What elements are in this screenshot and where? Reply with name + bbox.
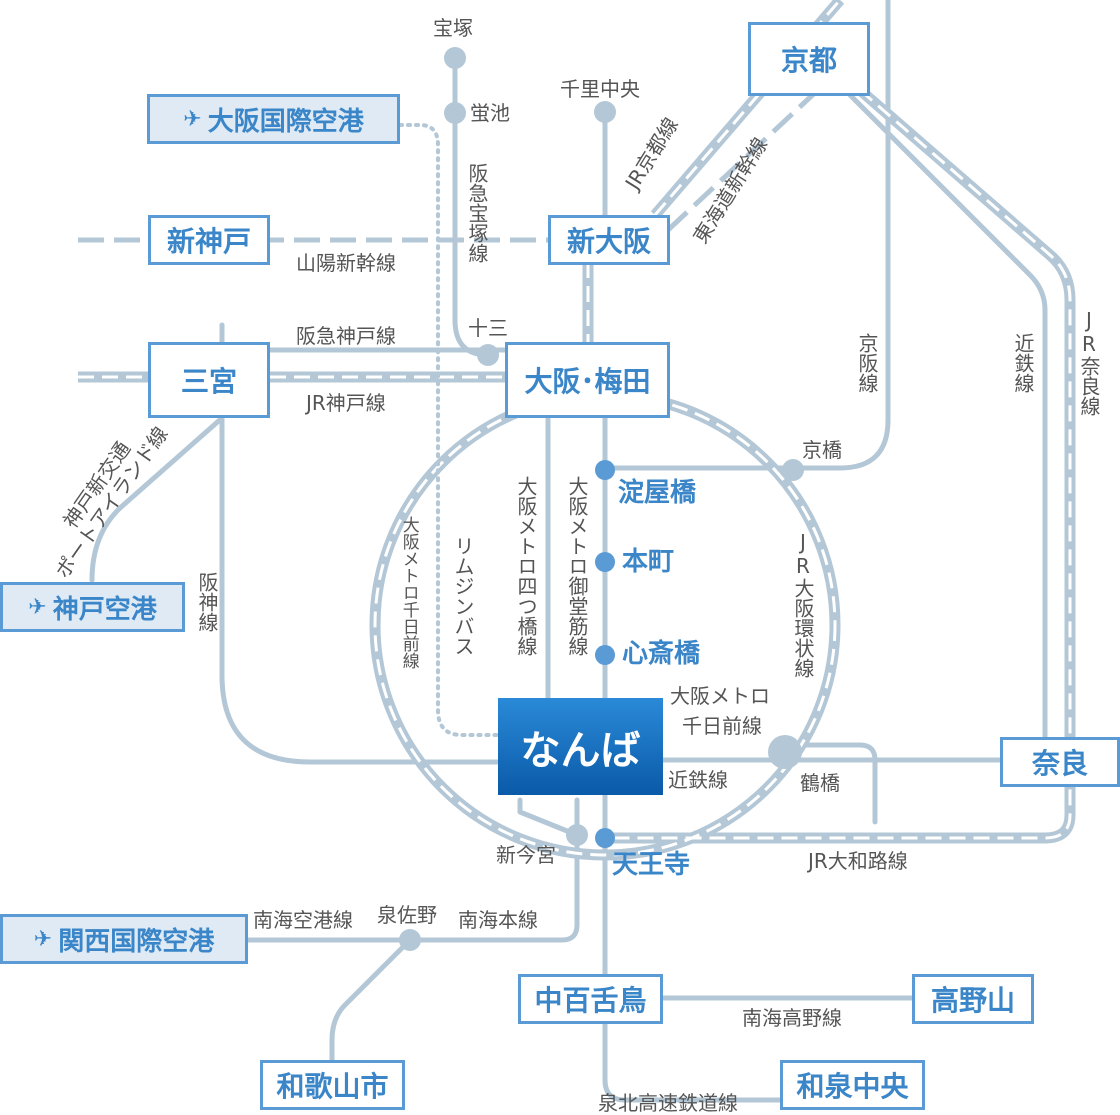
station-tsuruhashi: 鶴橋 bbox=[800, 771, 840, 795]
nankai-main-line bbox=[407, 797, 580, 943]
station-nara[interactable]: 奈良 bbox=[1000, 737, 1120, 787]
label-semboku: 泉北高速鉄道線 bbox=[598, 1091, 738, 1115]
limousine-bus-line bbox=[398, 123, 500, 737]
label-jr-nara: JR奈良線 bbox=[1077, 308, 1101, 416]
station-juso: 十三 bbox=[468, 316, 508, 340]
tsuruhashi-dot bbox=[768, 735, 802, 769]
station-senrichuo: 千里中央 bbox=[560, 77, 640, 101]
shinimamiya-dot bbox=[566, 824, 588, 846]
nankai-wakayama-line bbox=[329, 937, 413, 1063]
label-nankai-main: 南海本線 bbox=[458, 908, 538, 932]
tokaido-shinkansen-line bbox=[666, 58, 852, 232]
station-hotarugaike: 蛍池 bbox=[470, 101, 510, 125]
station-izumisano: 泉佐野 bbox=[377, 903, 437, 927]
station-honmachi[interactable]: 本町 bbox=[622, 547, 675, 577]
airplane-icon: ✈ bbox=[183, 106, 202, 132]
label-sennichimae-1: 大阪メトロ bbox=[670, 684, 770, 708]
label-yotsubashi: 大阪メトロ四つ橋線 bbox=[514, 476, 538, 656]
label-sennichimae-2: 千日前線 bbox=[682, 714, 762, 738]
label-hankyu-kobe: 阪急神戸線 bbox=[296, 324, 396, 348]
station-tennoji[interactable]: 天王寺 bbox=[612, 850, 691, 880]
izumisano-dot bbox=[399, 929, 421, 951]
hotarugaike-dot bbox=[444, 102, 466, 124]
label-hankyu-takarazuka: 阪急宝塚線 bbox=[465, 163, 489, 263]
label-midosuji: 大阪メトロ御堂筋線 bbox=[565, 476, 589, 656]
kyobashi-dot bbox=[782, 459, 804, 481]
station-shinsaibashi[interactable]: 心斎橋 bbox=[622, 639, 701, 669]
kintetsu-line bbox=[847, 92, 1048, 743]
label-kintetsu-h: 近鉄線 bbox=[668, 768, 728, 792]
label-sennichimae-v: 大阪メトロ千日前線 bbox=[398, 516, 419, 669]
airport-kansai-label: 関西国際空港 bbox=[58, 926, 215, 957]
airport-kansai[interactable]: ✈関西国際空港 bbox=[0, 914, 248, 964]
station-kyobashi: 京橋 bbox=[802, 438, 842, 462]
kobe-new-transit-line bbox=[89, 415, 225, 583]
yodoyabashi-dot bbox=[595, 460, 615, 480]
label-jr-kobe: JR神戸線 bbox=[306, 391, 386, 415]
label-jr-yamatoji: JR大和路線 bbox=[808, 849, 908, 873]
station-kyoto[interactable]: 京都 bbox=[748, 22, 870, 96]
juso-dot bbox=[477, 344, 499, 366]
label-keihan: 京阪線 bbox=[855, 333, 879, 393]
airport-kobe-label: 神戸空港 bbox=[52, 594, 157, 625]
station-koyasan[interactable]: 高野山 bbox=[912, 974, 1034, 1024]
airport-itami[interactable]: ✈大阪国際空港 bbox=[147, 94, 400, 144]
label-sanyo-shinkansen: 山陽新幹線 bbox=[296, 251, 396, 275]
station-sannomiya[interactable]: 三宮 bbox=[148, 342, 270, 418]
station-wakayamashi[interactable]: 和歌山市 bbox=[260, 1060, 405, 1110]
station-mozu[interactable]: 中百舌鳥 bbox=[518, 974, 663, 1024]
label-nankai-airport: 南海空港線 bbox=[253, 908, 353, 932]
kintetsu-osaka-line bbox=[782, 742, 878, 825]
station-izumichuo[interactable]: 和泉中央 bbox=[780, 1060, 925, 1110]
shinimamiya-branch bbox=[517, 797, 580, 838]
station-umeda[interactable]: 大阪･梅田 bbox=[505, 342, 670, 418]
station-shinosaka[interactable]: 新大阪 bbox=[548, 215, 670, 265]
shinsaibashi-dot bbox=[595, 645, 615, 665]
takarazuka-dot bbox=[444, 47, 466, 69]
midosuji-line bbox=[602, 415, 783, 1103]
honmachi-dot bbox=[595, 552, 615, 572]
station-yodoyabashi[interactable]: 淀屋橋 bbox=[618, 478, 697, 508]
station-shinimamiya: 新今宮 bbox=[496, 843, 556, 867]
senrichuo-dot bbox=[594, 101, 616, 123]
label-kintetsu: 近鉄線 bbox=[1011, 333, 1035, 393]
jr-nara-line bbox=[605, 85, 1076, 844]
airplane-icon: ✈ bbox=[28, 594, 47, 620]
keihan-line bbox=[602, 0, 891, 471]
label-hanshin: 阪神線 bbox=[195, 572, 219, 632]
airport-kobe[interactable]: ✈神戸空港 bbox=[0, 582, 185, 632]
station-shinkobe[interactable]: 新神戸 bbox=[148, 215, 270, 265]
station-namba[interactable]: なんば bbox=[498, 698, 663, 795]
airport-itami-label: 大阪国際空港 bbox=[207, 106, 364, 137]
airplane-icon: ✈ bbox=[33, 926, 53, 952]
label-loop: JR大阪環状線 bbox=[791, 530, 815, 678]
tennoji-dot bbox=[595, 828, 615, 848]
station-takarazuka: 宝塚 bbox=[433, 16, 473, 40]
label-nankai-koya: 南海高野線 bbox=[742, 1006, 842, 1030]
hanshin-line bbox=[219, 415, 501, 765]
label-limousine: リムジンバス bbox=[451, 536, 475, 656]
